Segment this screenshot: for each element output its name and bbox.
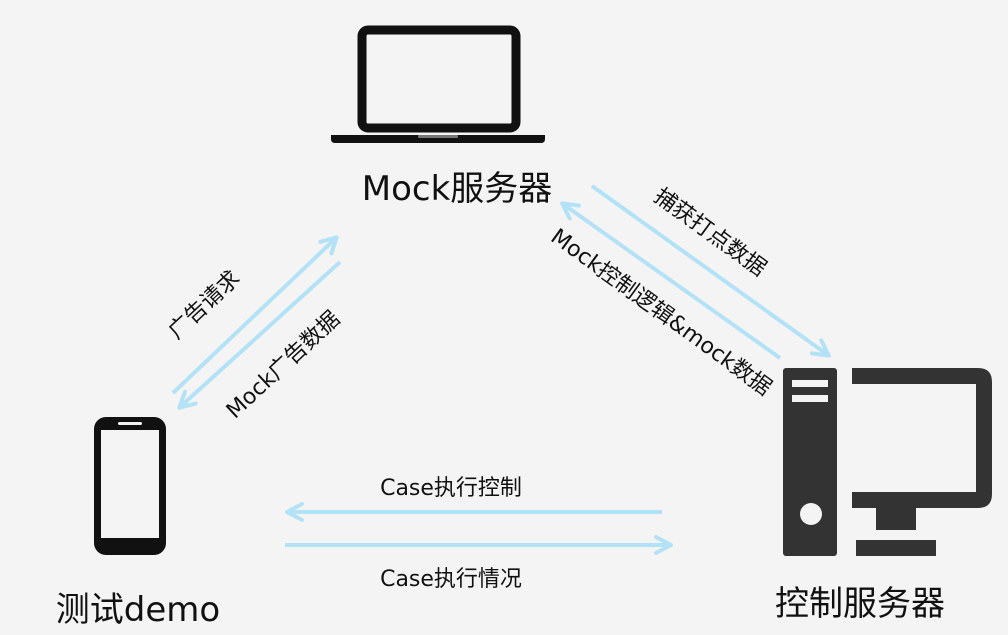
case-status-label: Case执行情况: [380, 567, 522, 592]
smartphone-icon: [94, 417, 166, 555]
capture-tracking-label: 捕获打点数据: [649, 184, 770, 282]
mock-control-arrow: [560, 201, 782, 360]
laptop-icon: [331, 25, 545, 143]
control-server-label: 控制服务器: [775, 584, 945, 624]
capture-tracking-arrow: [590, 184, 831, 358]
ad-request-label: 广告请求: [164, 266, 245, 344]
mock-ad-data-arrow: [177, 260, 342, 410]
case-control-label: Case执行控制: [380, 476, 522, 501]
desktop-computer-icon: [783, 368, 992, 556]
mock-server-label: Mock服务器: [362, 169, 553, 209]
test-demo-label: 测试demo: [56, 590, 220, 630]
mock-ad-data-label: Mock广告数据: [222, 307, 345, 424]
ad-request-arrow: [171, 235, 339, 395]
